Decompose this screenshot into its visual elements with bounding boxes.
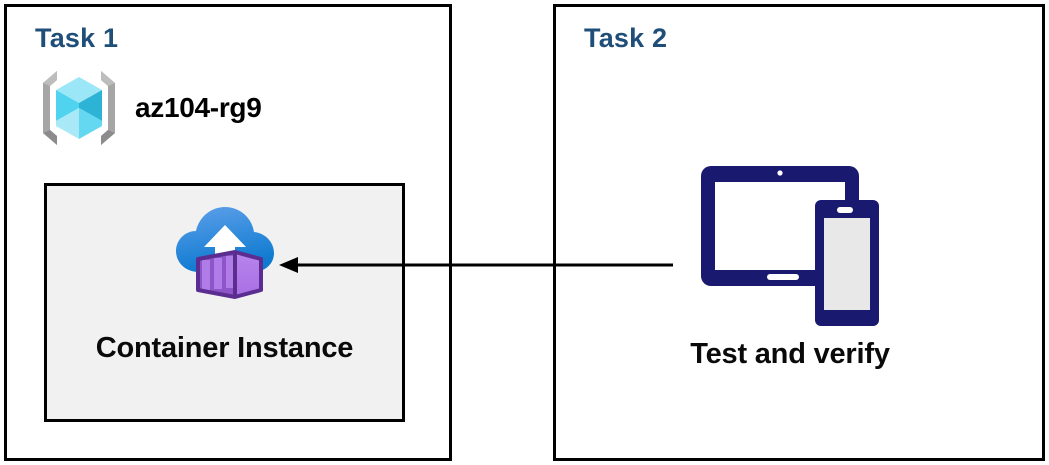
task-1-panel: Task 1 az104-rg9 — [4, 4, 452, 461]
azure-container-instance-icon — [175, 207, 274, 299]
container-instance-box: Container Instance — [44, 183, 405, 422]
container-instance-label: Container Instance — [95, 332, 354, 364]
resource-group-row: az104-rg9 — [37, 67, 262, 149]
test-and-verify-group: Test and verify — [660, 160, 920, 371]
resource-group-label: az104-rg9 — [135, 92, 262, 123]
tablet-and-phone-devices-icon — [701, 166, 879, 326]
task-1-title: Task 1 — [35, 23, 119, 53]
task-2-title: Task 2 — [584, 23, 668, 53]
test-and-verify-label: Test and verify — [690, 338, 890, 370]
azure-resource-group-icon — [43, 71, 115, 145]
